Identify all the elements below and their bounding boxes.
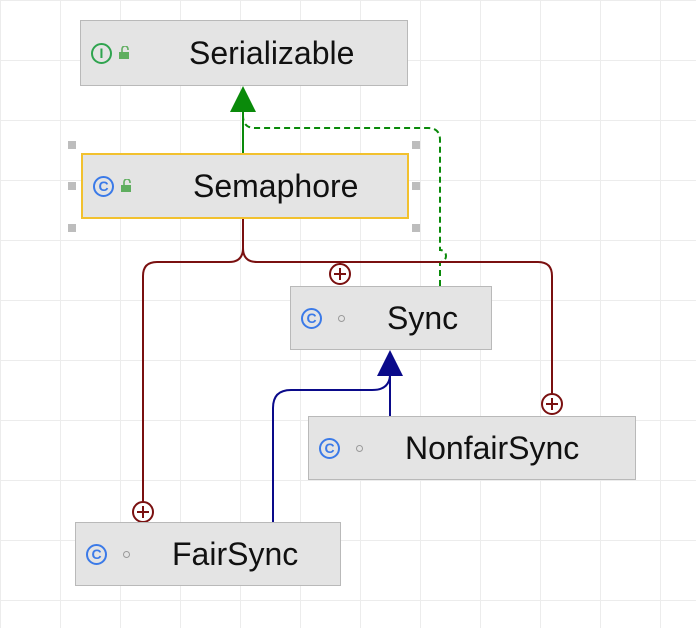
node-fairsync[interactable]: C FairSync xyxy=(75,522,341,586)
resize-handle[interactable] xyxy=(68,224,76,232)
node-label: NonfairSync xyxy=(405,429,580,466)
node-serializable[interactable]: I Serializable xyxy=(80,20,408,86)
edge-sync-inner-of-semaphore xyxy=(242,247,341,264)
node-sync[interactable]: C Sync xyxy=(290,286,492,350)
inner-class-marker-nonfairsync xyxy=(541,393,563,415)
edge-fairsync-inner-of-semaphore xyxy=(142,218,244,502)
package-private-dot-icon xyxy=(356,444,363,452)
class-icon: C xyxy=(319,437,340,459)
node-label: Serializable xyxy=(189,34,355,71)
class-icon: C xyxy=(86,543,107,565)
node-label: FairSync xyxy=(172,535,299,572)
resize-handle[interactable] xyxy=(68,141,76,149)
edge-fairsync-extends-sync xyxy=(272,373,391,522)
interface-icon: I xyxy=(91,42,112,64)
package-private-dot-icon xyxy=(123,550,130,558)
public-lock-icon xyxy=(121,179,131,192)
edge-sync-implements-serializable xyxy=(242,112,447,286)
node-label: Sync xyxy=(387,299,459,336)
resize-handle[interactable] xyxy=(68,182,76,190)
node-label: Semaphore xyxy=(193,167,359,204)
inner-class-marker-fairsync xyxy=(132,501,154,523)
public-lock-icon xyxy=(119,46,129,59)
edge-nonfairsync-inner-of-semaphore xyxy=(340,261,553,394)
class-icon: C xyxy=(301,307,322,329)
package-private-dot-icon xyxy=(338,314,345,322)
resize-handle[interactable] xyxy=(412,141,420,149)
resize-handle[interactable] xyxy=(412,182,420,190)
resize-handle[interactable] xyxy=(412,224,420,232)
class-icon: C xyxy=(93,175,114,197)
extends-arrowhead xyxy=(377,350,403,376)
node-nonfairsync[interactable]: C NonfairSync xyxy=(308,416,636,480)
inner-class-marker-sync xyxy=(329,263,351,285)
node-semaphore[interactable]: C Semaphore xyxy=(81,153,409,219)
implements-arrowhead xyxy=(230,86,256,112)
